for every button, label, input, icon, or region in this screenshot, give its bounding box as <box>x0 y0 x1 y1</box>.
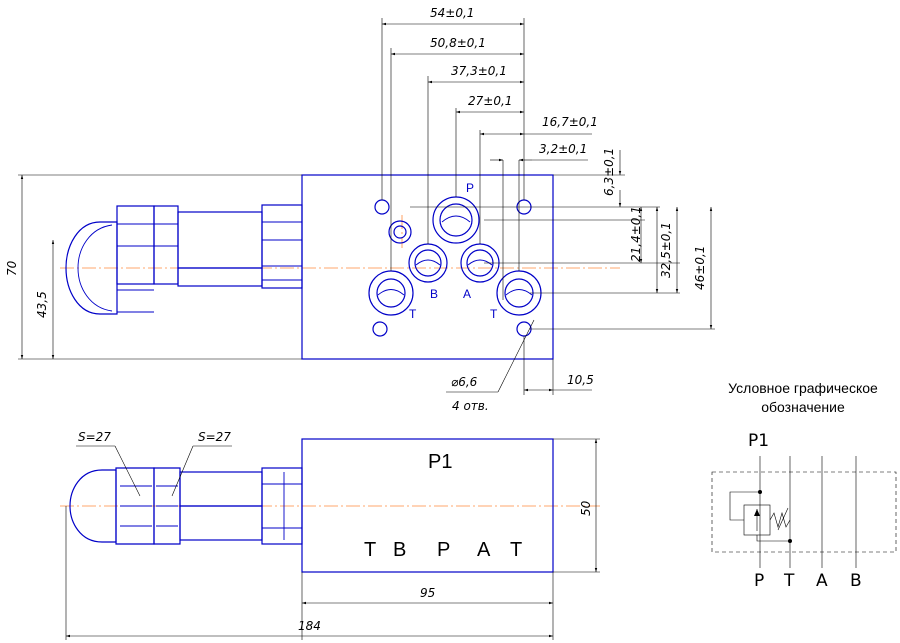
dim-46: 46±0,1 <box>693 246 707 290</box>
mounting-hole-bl <box>372 321 388 337</box>
port-p <box>432 196 480 244</box>
block-label: P1 <box>428 451 452 473</box>
hydraulic-symbol: Условное графическое обозначение P1 P T … <box>711 380 897 591</box>
port-label-p: P <box>466 181 474 195</box>
mounting-hole-tl <box>374 199 390 215</box>
dim-43-5: 43,5 <box>35 291 49 318</box>
symbol-title-line1: Условное графическое <box>728 380 878 396</box>
wrench-size-right: S=27 <box>198 430 231 444</box>
dim-50-8: 50,8±0,1 <box>430 36 486 50</box>
hole-callout: ⌀6,6 4 отв. 10,5 <box>446 319 594 413</box>
dim-10-5: 10,5 <box>567 373 594 387</box>
horizontal-dimensions: 54±0,1 50,8±0,1 37,3±0,1 27±0,1 16,7±0,1… <box>381 6 598 300</box>
vertical-dimensions-left: 70 43,5 <box>5 174 302 360</box>
vertical-dimensions-right: 6,3±0,1 21,4±0,1 32,5±0,1 46±0,1 <box>410 148 715 330</box>
symbol-name: P1 <box>748 431 769 451</box>
port-t-left <box>368 270 414 316</box>
symbol-port-a: A <box>816 571 828 591</box>
locating-pin-hole-inner <box>393 225 407 239</box>
side-view: S=27 S=27 P1 T B P A T 50 95 184 <box>60 430 600 640</box>
symbol-port-t: T <box>783 571 795 591</box>
top-view: P B A T T 54±0,1 50,8±0,1 37,3±0,1 <box>5 6 715 413</box>
dim-32-5: 32,5±0,1 <box>659 222 673 278</box>
port-row-t1: T <box>364 539 376 561</box>
mounting-hole-br <box>516 321 532 337</box>
valve-block-top <box>301 174 554 360</box>
dim-54: 54±0,1 <box>430 6 474 20</box>
dim-16-7: 16,7±0,1 <box>542 115 598 129</box>
symbol-boundary <box>711 471 897 553</box>
dim-70: 70 <box>5 260 19 276</box>
dim-37-3: 37,3±0,1 <box>451 64 507 78</box>
symbol-port-b: B <box>850 571 862 591</box>
dim-50: 50 <box>579 500 593 516</box>
port-row-p: P <box>437 539 450 561</box>
relief-cartridge-side <box>69 467 303 545</box>
symbol-port-p: P <box>754 571 764 591</box>
port-label-t-right: T <box>490 307 498 321</box>
wrench-size-left: S=27 <box>78 430 111 444</box>
port-row: T B P A T <box>364 539 522 561</box>
dim-27: 27±0,1 <box>468 94 512 108</box>
port-label-b: B <box>430 287 438 301</box>
hole-diameter: ⌀6,6 <box>451 375 478 389</box>
port-row-a: A <box>477 539 491 561</box>
port-label-a: A <box>463 287 471 301</box>
symbol-title-line2: обозначение <box>761 399 845 415</box>
relief-valve-symbol <box>729 490 792 543</box>
dim-6-3: 6,3±0,1 <box>602 148 616 196</box>
dim-3-2: 3,2±0,1 <box>539 142 587 156</box>
relief-cartridge-top <box>65 204 303 315</box>
locating-pin-hole <box>388 220 412 244</box>
dim-95: 95 <box>420 586 435 600</box>
port-row-b: B <box>393 539 406 561</box>
dim-21-4: 21,4±0,1 <box>629 206 643 262</box>
port-label-t-left: T <box>409 307 417 321</box>
hole-count: 4 отв. <box>452 399 489 413</box>
dim-184: 184 <box>298 619 321 633</box>
port-b <box>408 243 448 283</box>
port-row-t2: T <box>510 539 522 561</box>
